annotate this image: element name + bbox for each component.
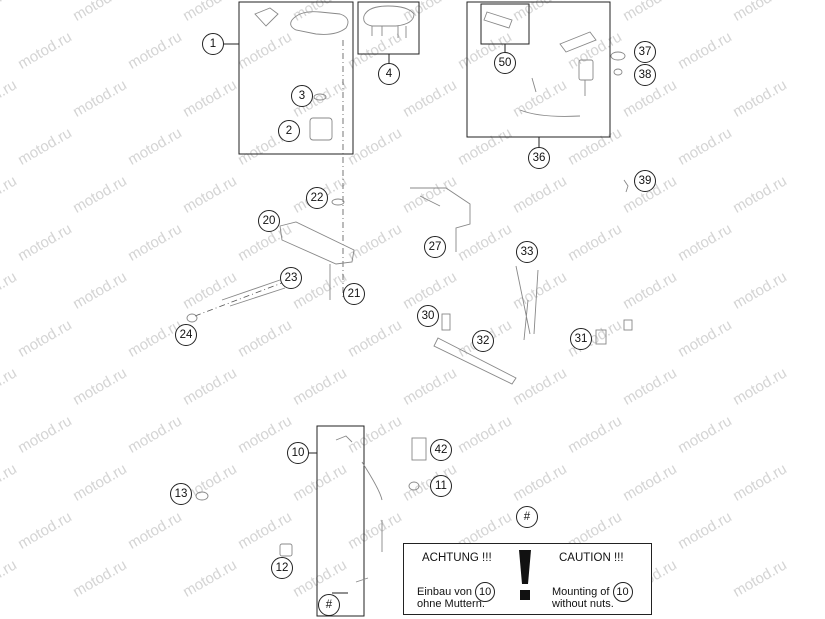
- callout-27[interactable]: 27: [424, 236, 446, 258]
- exclamation-icon: [519, 550, 531, 600]
- part-12-sketch: [279, 543, 293, 557]
- note-text-de-line2: ohne Muttern.: [417, 598, 485, 610]
- callout-22[interactable]: 22: [306, 187, 328, 209]
- part-27-sketch: [410, 187, 471, 252]
- callout-3[interactable]: 3: [291, 85, 313, 107]
- note-en-ref-10: 10: [612, 582, 633, 602]
- note-heading-en: CAUTION !!!: [559, 552, 624, 564]
- callout-50[interactable]: 50: [494, 52, 516, 74]
- part-32-sketch: [433, 337, 517, 385]
- part-23-sketch: [221, 279, 286, 307]
- group-box-4: [357, 1, 420, 55]
- callout-23[interactable]: 23: [280, 267, 302, 289]
- callout-10[interactable]: 10: [287, 442, 309, 464]
- part-37-sketch: [610, 51, 626, 61]
- callout-13[interactable]: 13: [170, 483, 192, 505]
- group-box-36: [466, 1, 611, 138]
- callout-20[interactable]: 20: [258, 210, 280, 232]
- callout-33[interactable]: 33: [516, 241, 538, 263]
- part-20-sketch: [279, 221, 355, 265]
- part-31-sketch: [595, 329, 607, 345]
- note-heading-de: ACHTUNG !!!: [422, 552, 492, 564]
- callout-hash-bottom[interactable]: #: [318, 594, 340, 616]
- part-33-sketch: [515, 265, 539, 341]
- part-39-sketch: [623, 179, 629, 193]
- part-42-sketch: [411, 437, 427, 461]
- callout-2[interactable]: 2: [278, 120, 300, 142]
- part-3-sketch: [313, 93, 327, 101]
- callout-21[interactable]: 21: [343, 283, 365, 305]
- group-box-10: [316, 425, 365, 617]
- part-24-sketch: [186, 313, 198, 323]
- part-11-sketch: [408, 481, 420, 491]
- callout-37[interactable]: 37: [634, 41, 656, 63]
- note-text-de-line1: Einbau von 10: [417, 582, 496, 602]
- callout-30[interactable]: 30: [417, 305, 439, 327]
- callout-32[interactable]: 32: [472, 330, 494, 352]
- group-box-50: [480, 3, 530, 45]
- part-50-sketch: [483, 11, 513, 29]
- note-de-prefix: Einbau von: [417, 585, 473, 598]
- note-de-ref-10: 10: [475, 582, 496, 602]
- note-text-en-line1: Mounting of 10: [552, 582, 633, 602]
- part-22-sketch: [331, 198, 345, 206]
- part-38-sketch: [613, 68, 623, 76]
- callout-38[interactable]: 38: [634, 64, 656, 86]
- axis-line-diagonal: [194, 277, 296, 317]
- note-en-prefix: Mounting of: [552, 585, 610, 598]
- part-30-sketch: [441, 313, 451, 331]
- group-box-1: [238, 1, 354, 155]
- note-text-en-line2: without nuts.: [552, 598, 614, 610]
- callout-42[interactable]: 42: [430, 439, 452, 461]
- callout-hash-note[interactable]: #: [516, 506, 538, 528]
- part-1-sketch: [290, 11, 349, 35]
- callout-4[interactable]: 4: [378, 63, 400, 85]
- part-13-sketch: [195, 491, 209, 501]
- part-2-sketch: [309, 117, 333, 141]
- part-36-sensor-sketch: [578, 59, 594, 81]
- callout-39[interactable]: 39: [634, 170, 656, 192]
- part-10-sketch: [335, 435, 383, 583]
- callout-36[interactable]: 36: [528, 147, 550, 169]
- part-4-sketch: [363, 5, 415, 27]
- callout-12[interactable]: 12: [271, 557, 293, 579]
- callout-1[interactable]: 1: [202, 33, 224, 55]
- callout-31[interactable]: 31: [570, 328, 592, 350]
- callout-11[interactable]: 11: [430, 475, 452, 497]
- callout-24[interactable]: 24: [175, 324, 197, 346]
